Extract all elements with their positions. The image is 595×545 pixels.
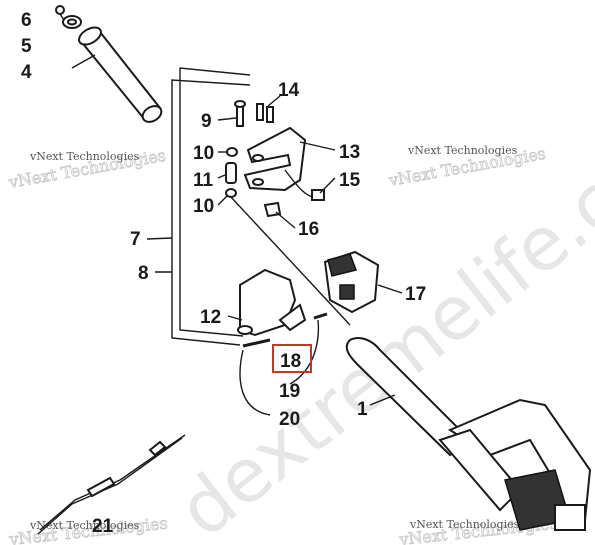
handle-tube (345, 337, 592, 532)
brand-watermark-right: vNext Technologies vNext Technologies (386, 143, 548, 190)
spacer-lower (225, 188, 237, 198)
label-17: 17 (405, 284, 426, 305)
spacer-upper (226, 147, 238, 157)
small-screw (313, 312, 328, 320)
label-10-upper: 10 (193, 143, 214, 164)
throttle-housing (237, 268, 307, 337)
label-1: 1 (357, 399, 368, 420)
pins (256, 103, 274, 123)
label-5: 5 (21, 36, 32, 57)
label-13: 13 (339, 142, 360, 163)
brand-watermark-left: vNext Technologies vNext Technologies (6, 145, 168, 192)
label-8: 8 (138, 263, 149, 284)
svg-text:vNext Technologies: vNext Technologies (29, 519, 140, 532)
assembly-bracket (171, 67, 251, 346)
label-4: 4 (21, 62, 32, 83)
label-19: 19 (279, 381, 300, 402)
label-9: 9 (201, 111, 212, 132)
throttle-bracket (243, 126, 307, 192)
label-7: 7 (130, 229, 141, 250)
cable (37, 434, 186, 535)
part-labels: 6 5 4 9 10 11 10 14 13 15 16 7 8 17 12 1… (21, 10, 426, 537)
bolt (234, 100, 246, 127)
label-16: 16 (298, 219, 319, 240)
leader-lines (71, 54, 403, 416)
label-6: 6 (21, 10, 32, 31)
label-20: 20 (279, 409, 300, 430)
label-15: 15 (339, 170, 361, 191)
label-21: 21 (92, 516, 114, 537)
washer (62, 15, 82, 29)
svg-text:vNext Technologies: vNext Technologies (407, 144, 518, 157)
label-18: 18 (280, 351, 301, 372)
throttle-cover (323, 250, 380, 314)
label-12: 12 (200, 307, 221, 328)
label-10-lower: 10 (193, 196, 214, 217)
svg-text:vNext Technologies: vNext Technologies (29, 150, 140, 163)
svg-text:vNext Technologies: vNext Technologies (409, 518, 520, 531)
label-18-highlight (272, 344, 312, 373)
screw (55, 5, 65, 21)
switch-wire (284, 169, 325, 201)
label-14: 14 (278, 80, 300, 101)
label-11: 11 (193, 170, 214, 191)
sleeve (225, 162, 237, 184)
screw-long (242, 338, 271, 348)
brand-watermark-bottom-left: vNext Technologies vNext Technologies (7, 513, 169, 545)
grip-tube (78, 26, 163, 123)
